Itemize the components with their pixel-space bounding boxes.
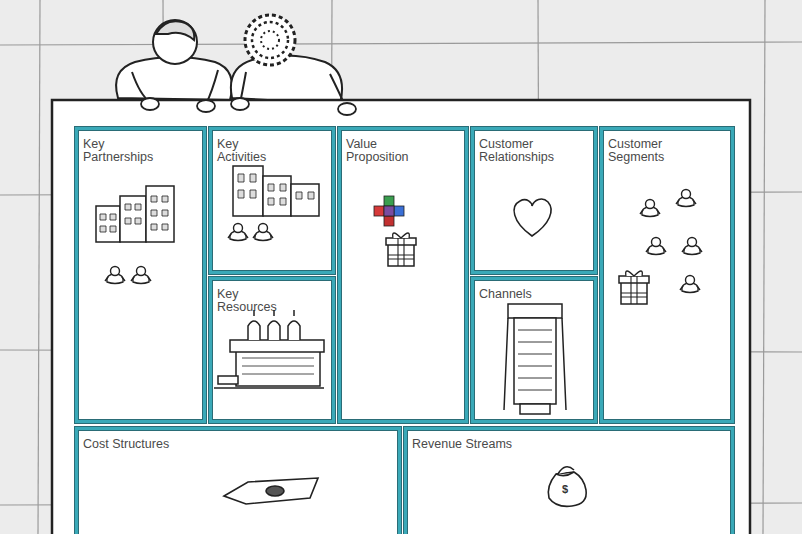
partner-buildings bbox=[120, 196, 146, 242]
block-heading: Channels bbox=[474, 280, 594, 301]
people-top-view bbox=[261, 31, 279, 49]
block-heading: Key Resources bbox=[212, 280, 277, 314]
block-heading: Key Activities bbox=[212, 130, 266, 164]
value-cross bbox=[374, 206, 384, 216]
conveyor-symbol bbox=[514, 318, 556, 404]
segment-people bbox=[680, 276, 700, 293]
factory-symbol bbox=[236, 350, 320, 386]
price-tag bbox=[224, 478, 318, 504]
factory-symbol bbox=[242, 358, 314, 374]
factory-symbol bbox=[230, 340, 324, 352]
partner-people bbox=[131, 267, 151, 284]
canvas-block: Value Proposition bbox=[338, 127, 468, 423]
activity-buildings bbox=[238, 174, 314, 205]
segment-people bbox=[676, 190, 696, 207]
money-bag bbox=[548, 472, 586, 506]
activity-people bbox=[228, 224, 273, 241]
segment-gift bbox=[619, 271, 649, 304]
block-heading: Cost Structures bbox=[78, 430, 398, 451]
activity-people bbox=[228, 224, 248, 241]
hands bbox=[338, 103, 356, 115]
canvas-block: Customer Relationships bbox=[471, 127, 597, 274]
conveyor-symbol bbox=[508, 304, 562, 318]
heart-symbol bbox=[514, 199, 551, 236]
value-cross bbox=[374, 196, 404, 226]
hands bbox=[141, 98, 159, 110]
canvas-board bbox=[52, 100, 750, 534]
hands bbox=[141, 98, 356, 115]
partner-people bbox=[105, 267, 151, 284]
factory-symbol bbox=[254, 310, 294, 316]
segment-gift bbox=[619, 271, 649, 304]
canvas-block: Revenue Streams bbox=[404, 427, 734, 534]
activity-buildings bbox=[291, 184, 319, 216]
partner-buildings bbox=[146, 186, 174, 242]
canvas-board bbox=[52, 100, 750, 534]
block-heading: Customer Segments bbox=[603, 130, 664, 164]
people-top-view bbox=[116, 15, 346, 108]
value-cross bbox=[384, 206, 394, 216]
hands bbox=[231, 98, 249, 110]
people-top-view bbox=[245, 15, 295, 65]
factory-symbol bbox=[218, 376, 238, 384]
activity-buildings bbox=[233, 166, 319, 216]
segment-people bbox=[682, 238, 702, 255]
people-top-view bbox=[231, 55, 342, 104]
block-heading: Customer Relationships bbox=[474, 130, 554, 164]
money-bag bbox=[548, 467, 586, 507]
segment-people bbox=[640, 200, 660, 217]
hands bbox=[197, 100, 215, 112]
segment-people bbox=[640, 190, 702, 293]
block-heading: Key Partnerships bbox=[78, 130, 153, 164]
conveyor-symbol bbox=[504, 318, 566, 410]
money-bag bbox=[556, 472, 574, 476]
partner-buildings bbox=[96, 206, 120, 242]
partner-buildings bbox=[96, 186, 174, 242]
people-top-view bbox=[156, 21, 194, 40]
factory-symbol bbox=[214, 387, 324, 389]
value-cross bbox=[394, 206, 404, 216]
price-tag bbox=[224, 478, 318, 504]
value-cross bbox=[384, 216, 394, 226]
conveyor-symbol bbox=[518, 330, 552, 390]
currency-sign: $ bbox=[562, 483, 568, 495]
partner-buildings bbox=[100, 196, 168, 232]
people-top-view bbox=[252, 22, 288, 58]
canvas-block: Key Activities bbox=[209, 127, 335, 274]
activity-people bbox=[253, 224, 273, 241]
activity-buildings bbox=[263, 176, 291, 216]
value-cross bbox=[384, 196, 394, 206]
people-top-view bbox=[153, 20, 197, 64]
value-gift bbox=[386, 233, 416, 266]
factory-symbol bbox=[248, 321, 300, 340]
segment-people bbox=[646, 238, 666, 255]
floor-tiles bbox=[0, 42, 802, 45]
heart-symbol bbox=[514, 199, 551, 236]
canvas-block: Key Partnerships bbox=[75, 127, 206, 423]
block-heading: Revenue Streams bbox=[407, 430, 731, 451]
factory-symbol bbox=[214, 310, 324, 388]
floor-tiles bbox=[38, 0, 40, 534]
activity-buildings bbox=[233, 166, 263, 216]
price-tag bbox=[266, 486, 284, 496]
canvas-block: Key Resources bbox=[209, 277, 335, 423]
value-gift bbox=[386, 233, 416, 266]
money-bag bbox=[558, 467, 574, 474]
canvas-block: Cost Structures bbox=[75, 427, 401, 534]
conveyor-symbol bbox=[520, 404, 550, 414]
floor-tiles bbox=[763, 0, 765, 534]
block-heading: Value Proposition bbox=[341, 130, 409, 164]
canvas-block: Channels bbox=[471, 277, 597, 423]
conveyor-symbol bbox=[504, 304, 566, 414]
canvas-block: Customer Segments bbox=[600, 127, 734, 423]
partner-people bbox=[105, 267, 125, 284]
